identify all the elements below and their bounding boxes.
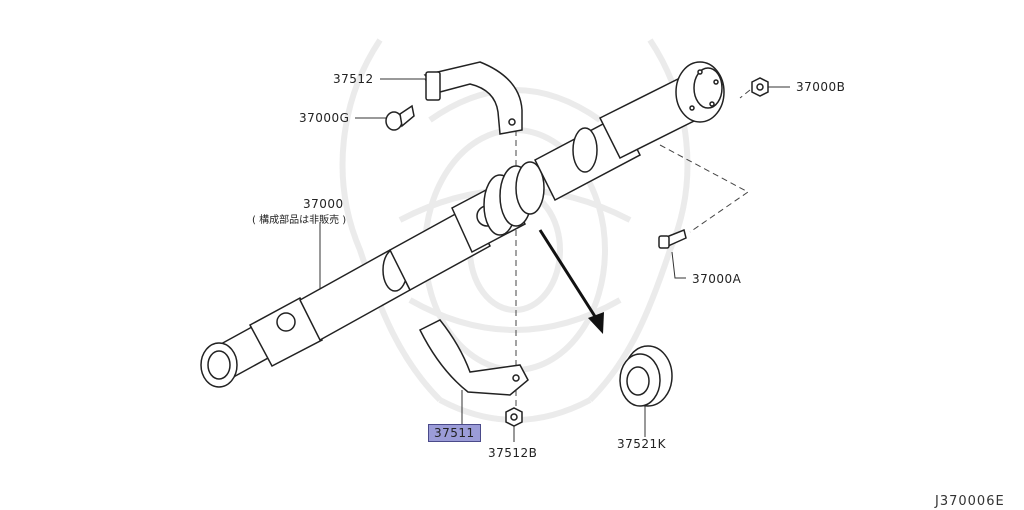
nut-icon xyxy=(505,407,523,427)
part-label-37521K[interactable]: 37521K xyxy=(617,437,667,451)
part-note-not-sold-separately: ( 構成部品は非販売 ) xyxy=(252,215,347,226)
part-label-37000[interactable]: 37000 xyxy=(303,197,344,211)
part-label-37000A[interactable]: 37000A xyxy=(692,272,742,286)
grommet-icon xyxy=(385,104,415,131)
part-label-37512[interactable]: 37512 xyxy=(333,72,374,86)
diagram-id: J370006E xyxy=(935,494,1005,509)
arrow-icon xyxy=(538,229,604,334)
part-label-37000B[interactable]: 37000B xyxy=(796,80,846,94)
nut-icon xyxy=(751,77,769,97)
ball-bearing-icon xyxy=(619,345,673,407)
center-bearing-bracket-icon xyxy=(423,61,523,135)
bolt-icon xyxy=(658,228,687,249)
propeller-shaft-icon xyxy=(200,61,725,388)
part-label-37511-highlighted[interactable]: 37511 xyxy=(428,424,481,442)
center-bearing-bracket-icon xyxy=(418,319,529,396)
part-label-37512B[interactable]: 37512B xyxy=(488,446,538,460)
part-label-37000G[interactable]: 37000G xyxy=(299,111,350,125)
